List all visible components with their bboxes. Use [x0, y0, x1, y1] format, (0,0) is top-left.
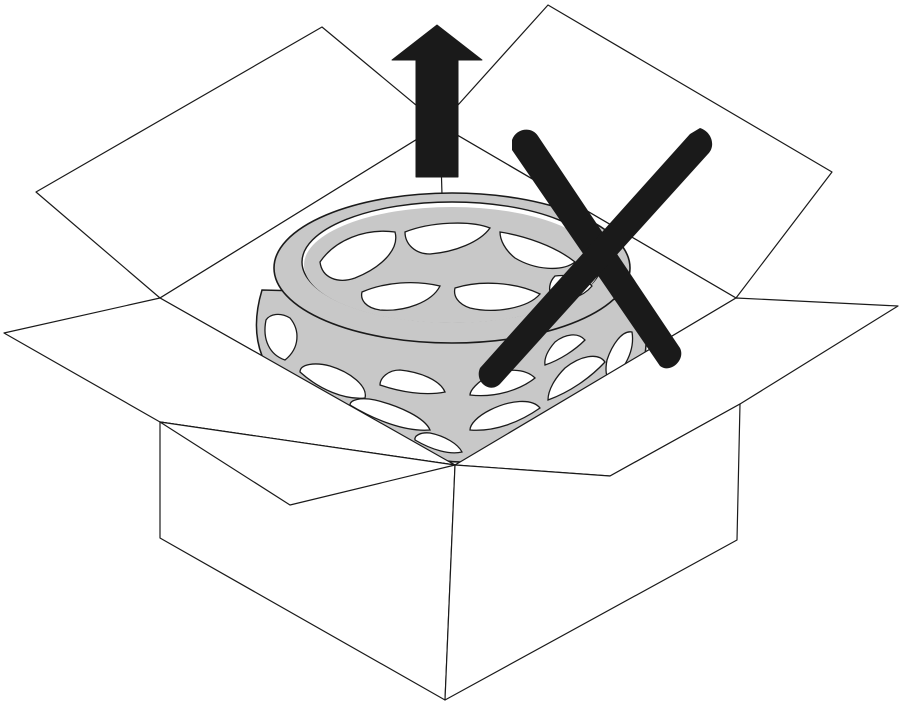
box-front	[3, 297, 899, 701]
box-front-left-flap-fold	[159, 421, 456, 506]
box-right-face	[444, 403, 741, 701]
cross-icon	[478, 128, 713, 388]
wheel-lattice-holes	[264, 313, 634, 454]
up-arrow-icon	[391, 24, 483, 178]
